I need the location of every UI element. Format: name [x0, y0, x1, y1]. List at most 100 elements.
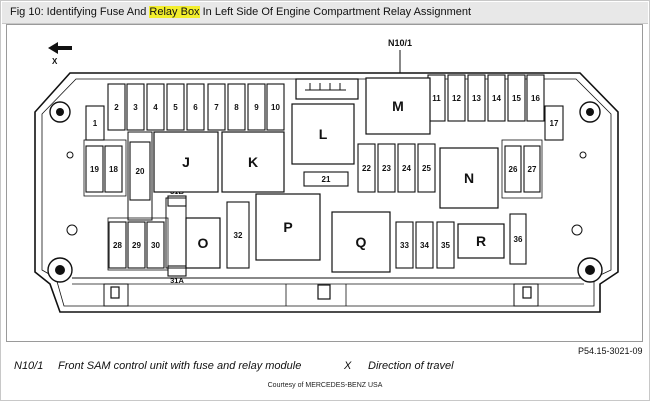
fuse-label-20: 20	[136, 167, 145, 176]
fuse-label-1: 1	[93, 119, 98, 128]
fuse-10: 10	[266, 83, 285, 131]
courtesy-credit: Courtesy of MERCEDES-BENZ USA	[267, 382, 383, 389]
fuse-label-9: 9	[254, 103, 259, 112]
fuse-2: 2	[107, 83, 126, 131]
fuse-4: 4	[146, 83, 165, 131]
relay-m: M	[365, 77, 431, 135]
fuse-label-18: 18	[109, 165, 118, 174]
fuse-36: 36	[509, 213, 527, 265]
fuse-29: 29	[127, 221, 146, 269]
housing-inner-outline	[41, 78, 612, 307]
fuse-label-10: 10	[271, 103, 280, 112]
fuse-label-6: 6	[193, 103, 198, 112]
fuse-label-32: 32	[234, 231, 243, 240]
fuse-label-28: 28	[113, 241, 122, 250]
direction-label: X	[52, 57, 58, 66]
direction-arrow-icon	[48, 42, 72, 54]
relay-label-m: M	[392, 98, 404, 114]
relay-q: Q	[331, 211, 391, 273]
connector-top	[295, 78, 359, 100]
fuse-22: 22	[357, 143, 376, 193]
fuse-label-22: 22	[362, 164, 371, 173]
fuse-28: 28	[108, 221, 127, 269]
bottom-clip-center	[317, 284, 331, 300]
fuse-32: 32	[226, 201, 250, 269]
fuse-17: 17	[544, 105, 564, 141]
fuse-13: 13	[467, 74, 486, 122]
relay-label-r: R	[476, 233, 486, 249]
fuse-label-25: 25	[422, 164, 431, 173]
fuse-30: 30	[146, 221, 165, 269]
relay-j: J	[153, 131, 219, 193]
fuse-label-11: 11	[432, 94, 441, 103]
fuse-label-27: 27	[528, 165, 537, 174]
fuse-18-19-holder	[83, 139, 127, 197]
mounting-hole-br	[577, 257, 603, 283]
relay-label-k: K	[248, 154, 258, 170]
module-callout: N10/1	[388, 38, 412, 48]
fuse-label-14: 14	[492, 94, 501, 103]
relay-label-q: Q	[356, 234, 367, 250]
title-highlight: Relay Box	[149, 6, 200, 18]
fuse-7: 7	[207, 83, 226, 131]
mounting-hole-bl	[47, 257, 73, 283]
mounting-hole-tr	[579, 101, 601, 123]
title-part-1: Fig 10: Identifying Fuse And	[10, 6, 150, 18]
fuse-label-12: 12	[452, 94, 461, 103]
relay-label-l: L	[319, 126, 328, 142]
fuse-25: 25	[417, 143, 436, 193]
fuse-35: 35	[436, 221, 455, 269]
fuse-9: 9	[247, 83, 266, 131]
legend-text-n10: Front SAM control unit with fuse and rel…	[58, 360, 302, 372]
fuse-20: 20	[129, 141, 151, 201]
fuse-label-17: 17	[550, 119, 559, 128]
fuse-19: 19	[85, 145, 104, 193]
fuse-label-30: 30	[151, 241, 160, 250]
fuse-24: 24	[397, 143, 416, 193]
fuse-label-23: 23	[382, 164, 391, 173]
fuse-26: 26	[504, 145, 522, 193]
legend-text-x: Direction of travel	[368, 360, 454, 372]
fuse-label-31a: 31A	[170, 276, 184, 285]
legend-key-x: X	[344, 360, 352, 372]
legend-key-n10: N10/1	[14, 360, 44, 372]
relay-n: N	[439, 147, 499, 209]
fuse-label-35: 35	[441, 241, 450, 250]
fuse-label-29: 29	[132, 241, 141, 250]
fuse-label-24: 24	[402, 164, 411, 173]
fuse-28-30-holder	[107, 217, 169, 271]
figure-title: Fig 10: Identifying Fuse And Relay Box I…	[10, 6, 471, 18]
fuse-label-26: 26	[509, 165, 518, 174]
diagram-panel	[6, 24, 643, 342]
relay-label-n: N	[464, 170, 474, 186]
mounting-hole-side-r	[579, 151, 587, 159]
fuse-1: 1	[85, 105, 105, 141]
fuse-20-holder	[127, 131, 153, 221]
fuse-label-13: 13	[472, 94, 481, 103]
bottom-clip-right-slot	[522, 286, 532, 299]
title-bar: Fig 10: Identifying Fuse And Relay Box I…	[2, 2, 648, 24]
fuse-label-19: 19	[90, 165, 99, 174]
fuse-label-7: 7	[214, 103, 219, 112]
fuse-8: 8	[227, 83, 246, 131]
fuse-21: 21	[303, 171, 349, 187]
fuse-label-36: 36	[514, 235, 523, 244]
relay-label-p: P	[283, 219, 292, 235]
mounting-hole-tl	[49, 101, 71, 123]
fuse-31a: 31A	[167, 265, 187, 285]
fuse-26-27-holder	[501, 139, 543, 199]
fuse-6: 6	[186, 83, 205, 131]
fuse-label-5: 5	[173, 103, 178, 112]
fuse-label-16: 16	[531, 94, 540, 103]
fuse-5: 5	[166, 83, 185, 131]
part-number: P54.15-3021-09	[578, 346, 643, 356]
relay-label-o: O	[198, 235, 209, 251]
relay-l: L	[291, 103, 355, 165]
fuse-33: 33	[395, 221, 414, 269]
title-part-2: In Left Side Of Engine Compartment Relay…	[199, 6, 472, 18]
fuse-14: 14	[487, 74, 506, 122]
relay-r: R	[457, 223, 505, 259]
fuse-12: 12	[447, 74, 466, 122]
fuse-label-33: 33	[400, 241, 409, 250]
relay-k: K	[221, 131, 285, 193]
